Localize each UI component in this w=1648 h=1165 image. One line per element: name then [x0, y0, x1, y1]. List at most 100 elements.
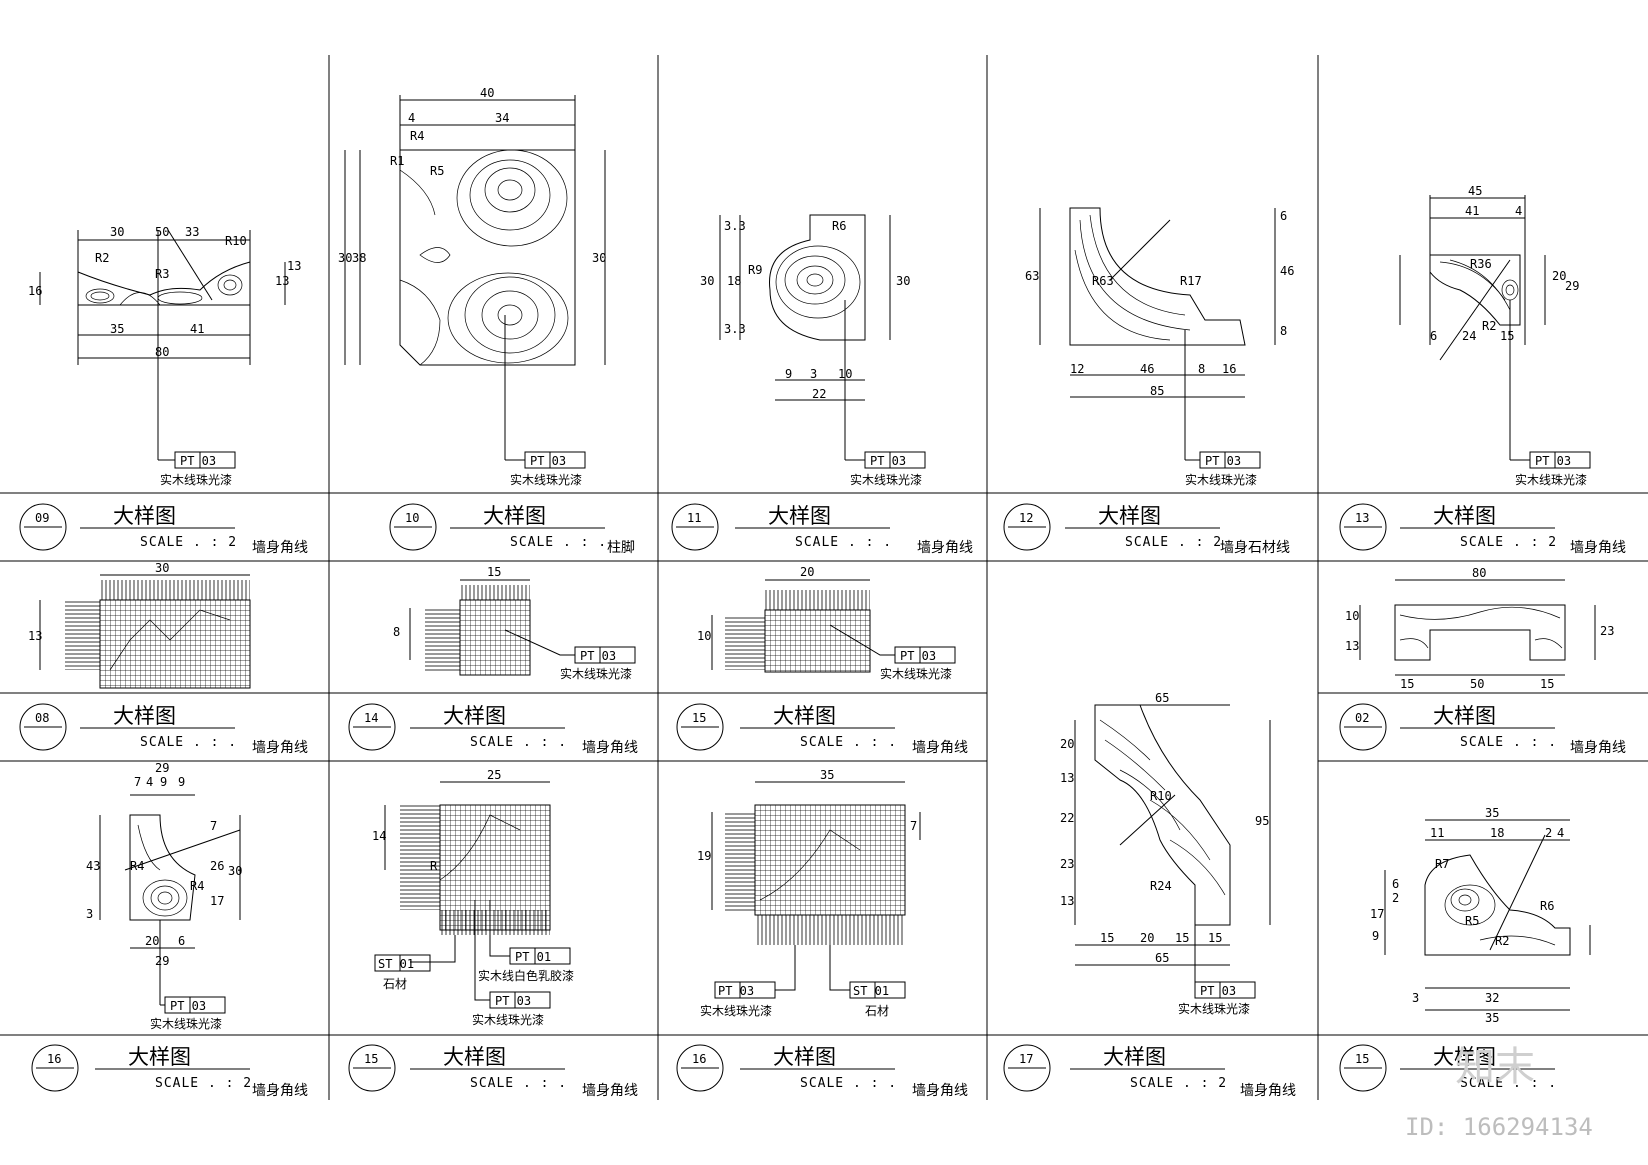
dim-label: 23 [1600, 624, 1614, 638]
title-block-16a: 16 大样图 SCALE . : 2 墙身角线 [31, 1044, 308, 1099]
detail-number: 16 [692, 1052, 706, 1066]
dim-label: 13 [287, 259, 301, 273]
dim-label: R9 [748, 263, 762, 277]
detail-15a-dims: 20 10 [697, 565, 814, 643]
dim-label: R10 [1150, 789, 1172, 803]
dim-label: 3 [810, 367, 817, 381]
dim-label: R5 [1465, 914, 1479, 928]
dim-label: 6 [1392, 877, 1399, 891]
title-block-15c: 15 大样图 SCALE . : . [1339, 1044, 1557, 1092]
detail-17-drawing [1074, 704, 1271, 990]
title-block-11: 11 大样图 SCALE . : . 墙身角线 [671, 503, 973, 556]
detail-15b-material-latex: 实木线白色乳胶漆 [478, 968, 574, 983]
detail-08-drawing [39, 574, 251, 689]
dim-label: 32 [1485, 991, 1499, 1005]
detail-note: 墙身角线 [582, 740, 638, 756]
detail-scale: SCALE . : 2 [1460, 535, 1557, 550]
dim-label: 35 [820, 768, 834, 782]
dim-label: 30 [228, 864, 242, 878]
dim-label: 65 [1155, 691, 1169, 705]
detail-15c-dims: 35 11 18 2 4 17 6 2 9 3 32 35 R7 R6 R5 R… [1370, 806, 1564, 1025]
dim-label: 33 [185, 225, 199, 239]
detail-16b-dims: 35 19 7 [697, 768, 917, 863]
detail-scale: SCALE . : . [1460, 1076, 1557, 1091]
detail-number: 14 [364, 711, 378, 725]
dim-label: R63 [1092, 274, 1114, 288]
dim-label: 10 [697, 629, 711, 643]
detail-15a-material: 实木线珠光漆 [880, 666, 952, 681]
dim-label: 8 [1280, 324, 1287, 338]
dim-label: 3 [86, 907, 93, 921]
detail-note: 墙身角线 [1570, 540, 1626, 556]
detail-10-tag-code: PT 03 [530, 454, 566, 468]
detail-15b-dims: 25 14 R [372, 768, 501, 873]
detail-17-tag-code: PT 03 [1200, 984, 1236, 998]
dim-label: R4 [410, 129, 424, 143]
watermark-brand: 知末 [1455, 1044, 1535, 1090]
detail-title: 大样图 [1103, 1045, 1166, 1069]
dim-label: 2 [1392, 891, 1399, 905]
detail-16b-material-stone: 石材 [865, 1004, 889, 1018]
dim-label: 20 [145, 934, 159, 948]
detail-number: 11 [687, 511, 701, 525]
dim-label: R1 [390, 154, 404, 168]
dim-label: R5 [430, 164, 444, 178]
detail-10-drawing [344, 95, 606, 460]
detail-13-drawing [1399, 195, 1546, 460]
detail-11-tag-code: PT 03 [870, 454, 906, 468]
dim-label: R4 [190, 879, 204, 893]
detail-16a-drawing [99, 794, 241, 1005]
detail-11-material: 实木线珠光漆 [850, 472, 922, 487]
detail-title: 大样图 [443, 1045, 506, 1069]
dim-label: 41 [190, 322, 204, 336]
detail-11-tag: PT 03 实木线珠光漆 [845, 451, 926, 487]
detail-15c-drawing [1384, 819, 1591, 1011]
detail-12-tag: PT 03 实木线珠光漆 [1185, 451, 1261, 487]
detail-title: 大样图 [773, 1045, 836, 1069]
detail-02-drawing [1359, 579, 1596, 676]
dim-label: R17 [1180, 274, 1202, 288]
title-block-08: 08 大样图 SCALE . : . 墙身角线 [19, 703, 308, 756]
dim-label: R6 [832, 219, 846, 233]
title-block-15b: 15 大样图 SCALE . : . 墙身角线 [348, 1044, 638, 1099]
dim-label: R2 [1495, 934, 1509, 948]
detail-note: 墙身角线 [252, 740, 308, 756]
detail-scale: SCALE . : . [1460, 735, 1557, 750]
detail-09-material: 实木线珠光漆 [160, 472, 232, 487]
dim-label: 63 [1025, 269, 1039, 283]
detail-title: 大样图 [768, 504, 831, 528]
dim-label: 4 [1515, 204, 1522, 218]
detail-note: 墙身角线 [917, 540, 973, 556]
dim-label: 13 [28, 629, 42, 643]
dim-label: 4 [408, 111, 415, 125]
dim-label: R7 [1435, 857, 1449, 871]
detail-number: 17 [1019, 1052, 1033, 1066]
detail-17-material: 实木线珠光漆 [1178, 1001, 1250, 1016]
detail-note: 柱脚 [607, 540, 635, 556]
dim-label: 7 [210, 819, 217, 833]
dim-label: 9 [160, 775, 167, 789]
detail-note: 墙身角线 [252, 1083, 308, 1099]
dim-label: 30 [592, 251, 606, 265]
detail-scale: SCALE . : 2 [1125, 535, 1222, 550]
dim-label: 13 [1345, 639, 1359, 653]
dim-label: 80 [1472, 566, 1486, 580]
title-block-10: 10 大样图 SCALE . : . 柱脚 [389, 503, 635, 556]
detail-17-dims: 65 20 13 22 23 13 95 15 20 15 15 65 R10 … [1060, 691, 1269, 965]
detail-02-dims: 80 10 13 15 50 15 23 [1345, 566, 1614, 691]
detail-15a-tag-code: PT 03 [900, 649, 936, 663]
detail-scale: SCALE . : . [470, 1076, 567, 1091]
detail-11-drawing [719, 214, 891, 460]
dim-label: 18 [727, 274, 741, 288]
dim-label: 12 [1070, 362, 1084, 376]
dim-label: 45 [1468, 184, 1482, 198]
detail-13-tag: PT 03 实木线珠光漆 [1510, 451, 1591, 487]
detail-16b-drawing [711, 781, 921, 991]
detail-title: 大样图 [1098, 504, 1161, 528]
detail-15b-tag-st: ST 01 [378, 957, 414, 971]
dim-label: R36 [1470, 257, 1492, 271]
dim-label: 4 [1557, 826, 1564, 840]
detail-16a-material: 实木线珠光漆 [150, 1016, 222, 1031]
detail-number: 08 [35, 711, 49, 725]
detail-09-tag-code: PT 03 [180, 454, 216, 468]
